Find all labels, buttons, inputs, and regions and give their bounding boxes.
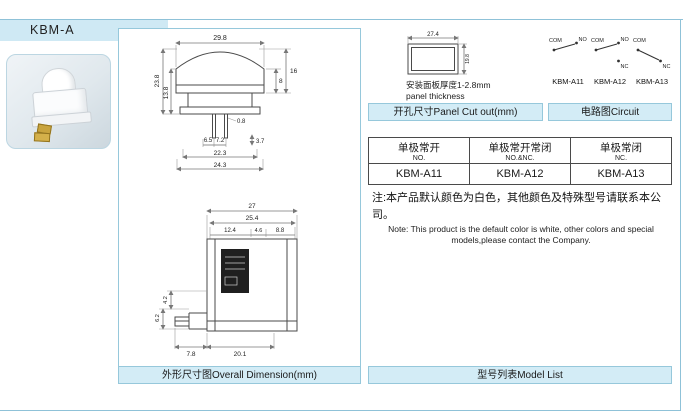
circuit-item-no-nc: COM NO NC KBM-A12: [590, 34, 630, 86]
front-view: 29.8 8 16 23.8 13.8 0.8: [154, 35, 298, 172]
dim-side-t3: 8.8: [276, 228, 285, 234]
dim-side-w2: 25.4: [246, 215, 259, 222]
model-table-data-row: KBM-A11 KBM-A12 KBM-A13: [368, 163, 672, 185]
dim-side-l1: 4.2: [163, 296, 169, 304]
dim-side-t2: 4.6: [255, 228, 263, 234]
outline-drawing: 29.8 8 16 23.8 13.8 0.8: [154, 35, 298, 358]
dim-front-b1: 22.3: [214, 150, 227, 157]
dim-front-h16: 16: [290, 68, 298, 75]
product-photo: [6, 54, 111, 149]
panel-cutout-section: 27.4 19.8 安装面板厚度1-2.8mm panel thickness …: [368, 28, 543, 123]
header-en: NC.: [614, 155, 628, 162]
dim-side-l2: 6.2: [155, 314, 161, 322]
circuit-symbol-no-nc: COM NO NC: [591, 37, 630, 70]
model-table-header-row: 单极常开 NO. 单极常开常闭 NO.&NC. 单极常闭 NC.: [368, 137, 672, 164]
circuit-model-label: KBM-A12: [593, 77, 627, 86]
circuit-row: COM NO KBM-A11 COM NO NC: [548, 34, 672, 86]
no-label: NO: [621, 37, 630, 43]
dim-side-b1: 7.8: [186, 351, 195, 358]
outline-dimension-panel: 29.8 8 16 23.8 13.8 0.8: [118, 28, 361, 384]
dim-cutout-width: 27.4: [427, 32, 439, 38]
cutout-notes: 安装面板厚度1-2.8mm panel thickness: [406, 80, 491, 102]
header-en: NO.&NC.: [505, 155, 535, 162]
dim-front-h8: 8: [279, 78, 283, 85]
circuit-symbol-nc: COM NC: [633, 38, 671, 70]
side-view: 27 25.4 12.4 4.6 8.8: [155, 203, 298, 358]
model-list-caption: 型号列表Model List: [368, 366, 672, 384]
dim-side-b2: 20.1: [234, 351, 247, 358]
circuit-model-label: KBM-A11: [552, 77, 584, 86]
dim-pin-g1: 6.5: [204, 138, 213, 144]
dim-pin-width: 0.8: [237, 119, 246, 125]
product-photo-switch: [30, 66, 92, 143]
no-label: NO: [579, 37, 588, 43]
model-cell: KBM-A13: [570, 163, 672, 185]
cutout-caption: 开孔尺寸Panel Cut out(mm): [368, 103, 543, 121]
header-cn: 单极常开: [398, 142, 440, 154]
circuit-section: COM NO KBM-A11 COM NO NC: [548, 28, 672, 123]
dim-front-width: 29.8: [213, 35, 227, 42]
circuit-model-label: KBM-A13: [635, 77, 669, 86]
dim-side-w1: 27: [248, 203, 256, 210]
com-label: COM: [549, 38, 562, 44]
com-label: COM: [633, 38, 646, 44]
header-cell-nc: 单极常闭 NC.: [570, 137, 672, 164]
dim-pin-g2: 7.2: [216, 138, 225, 144]
switch-terminal: [33, 132, 51, 143]
dim-front-left-inner: 13.8: [163, 86, 170, 99]
note-chinese: 注:本产品默认颜色为白色，其他颜色及特殊型号请联系本公司。: [372, 192, 662, 221]
model-cell: KBM-A12: [469, 163, 571, 185]
dim-front-b2: 24.3: [214, 162, 227, 169]
frame-right-line: [680, 19, 681, 411]
outline-caption: 外形尺寸图Overall Dimension(mm): [118, 366, 361, 384]
dim-cutout-height: 19.8: [465, 54, 471, 64]
header-en: NO.: [412, 155, 426, 162]
product-label: [221, 249, 249, 293]
header-cell-no: 单极常开 NO.: [368, 137, 470, 164]
circuit-item-nc: COM NC KBM-A13: [632, 34, 672, 86]
com-label: COM: [591, 38, 604, 44]
header-cn: 单极常闭: [600, 142, 642, 154]
header-cn: 单极常开常闭: [488, 142, 552, 154]
nc-label: NC: [663, 64, 671, 70]
frame-top-line: [0, 19, 683, 20]
circuit-caption: 电路图Circuit: [548, 103, 672, 121]
series-title: KBM-A: [30, 23, 75, 37]
dim-front-left-outer: 23.8: [154, 74, 161, 87]
nc-label: NC: [621, 64, 629, 70]
circuit-item-no: COM NO KBM-A11: [548, 34, 588, 86]
circuit-symbol-no: COM NO: [549, 37, 588, 52]
model-table: 单极常开 NO. 单极常开常闭 NO.&NC. 单极常闭 NC. KBM-A11…: [368, 137, 672, 185]
cutout-drawing: 27.4 19.8: [407, 32, 471, 75]
cutout-note-en: panel thickness: [406, 91, 465, 102]
dim-front-g3: 3.7: [256, 139, 265, 145]
model-cell: KBM-A11: [368, 163, 470, 185]
frame-bottom-line: [0, 410, 681, 411]
note-english: Note: This product is the default color …: [388, 224, 654, 246]
header-cell-no-nc: 单极常开常闭 NO.&NC.: [469, 137, 571, 164]
cutout-note-cn: 安装面板厚度1-2.8mm: [406, 80, 491, 90]
dim-side-t1: 12.4: [224, 228, 236, 234]
